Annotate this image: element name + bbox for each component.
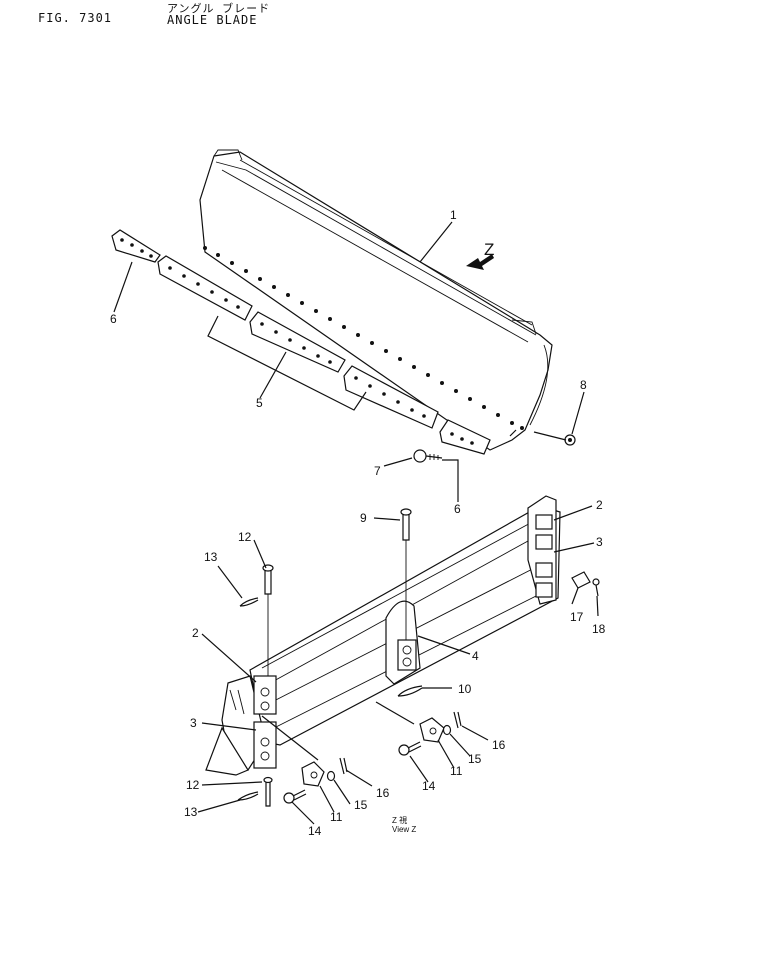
bolt-7 — [413, 449, 443, 463]
callout-5: 5 — [256, 396, 263, 410]
callout-10: 10 — [458, 682, 472, 696]
callout-2-right: 2 — [596, 498, 603, 512]
callout-8: 8 — [580, 378, 587, 392]
callout-14-left: 14 — [308, 824, 322, 838]
view-note-en: View Z — [392, 825, 417, 834]
bolt-14-left — [283, 789, 307, 804]
pin-12-lower — [263, 776, 273, 807]
washer-15-left — [326, 770, 336, 782]
callout-3-right: 3 — [596, 535, 603, 549]
callout-17: 17 — [570, 610, 584, 624]
callout-6-left: 6 — [110, 312, 117, 326]
figure-number: FIG. 7301 — [38, 11, 113, 25]
cotter-pin-16-right — [453, 711, 462, 729]
callout-14-right: 14 — [422, 779, 436, 793]
plate-17 — [571, 571, 591, 589]
callout-15-right: 15 — [468, 752, 482, 766]
block-11-right — [419, 717, 445, 743]
cotter-pin-16-left — [339, 757, 348, 775]
callout-7: 7 — [374, 464, 381, 478]
leader-lines — [113, 221, 599, 825]
title-japanese: アングル ブレード — [167, 2, 271, 15]
callout-11-right: 11 — [450, 764, 463, 778]
cutting-edge-segment-2 — [249, 311, 346, 373]
callout-12-upper: 12 — [238, 530, 252, 544]
cutting-edge-end-left — [111, 229, 161, 263]
title-english: ANGLE BLADE — [167, 13, 258, 27]
cotter-pin-13-upper — [239, 597, 259, 607]
blade-frame — [205, 495, 561, 776]
callout-11-left: 11 — [330, 810, 343, 824]
callout-3-left: 3 — [190, 716, 197, 730]
callout-15-left: 15 — [354, 798, 368, 812]
view-note-jp: Z 視 — [392, 816, 408, 825]
callout-18: 18 — [592, 622, 606, 636]
pin-9 — [400, 508, 412, 640]
cotter-pin-10 — [397, 685, 423, 697]
view-direction-arrow — [466, 254, 494, 270]
callout-4: 4 — [472, 649, 479, 663]
cotter-pin-13-lower — [237, 791, 259, 801]
bolt-14-right — [398, 741, 422, 756]
cutting-edge-segment-1 — [157, 255, 253, 321]
callout-2-left: 2 — [192, 626, 199, 640]
cutting-edge-end-right — [439, 419, 491, 455]
block-11-left — [301, 761, 325, 787]
callout-13-upper: 13 — [204, 550, 218, 564]
washer-15-right — [442, 724, 452, 736]
blade-assembly — [199, 149, 553, 451]
callout-16-right: 16 — [492, 738, 506, 752]
cutting-edge-segment-3 — [343, 365, 439, 429]
nut-8 — [564, 434, 576, 446]
callout-6-right: 6 — [454, 502, 461, 516]
view-z-label: Z — [484, 240, 495, 259]
bolt-18 — [592, 578, 600, 597]
callout-9: 9 — [360, 511, 367, 525]
callout-16-left: 16 — [376, 786, 390, 800]
callout-1: 1 — [450, 208, 457, 222]
callout-12-lower: 12 — [186, 778, 200, 792]
callout-13-lower: 13 — [184, 805, 198, 819]
